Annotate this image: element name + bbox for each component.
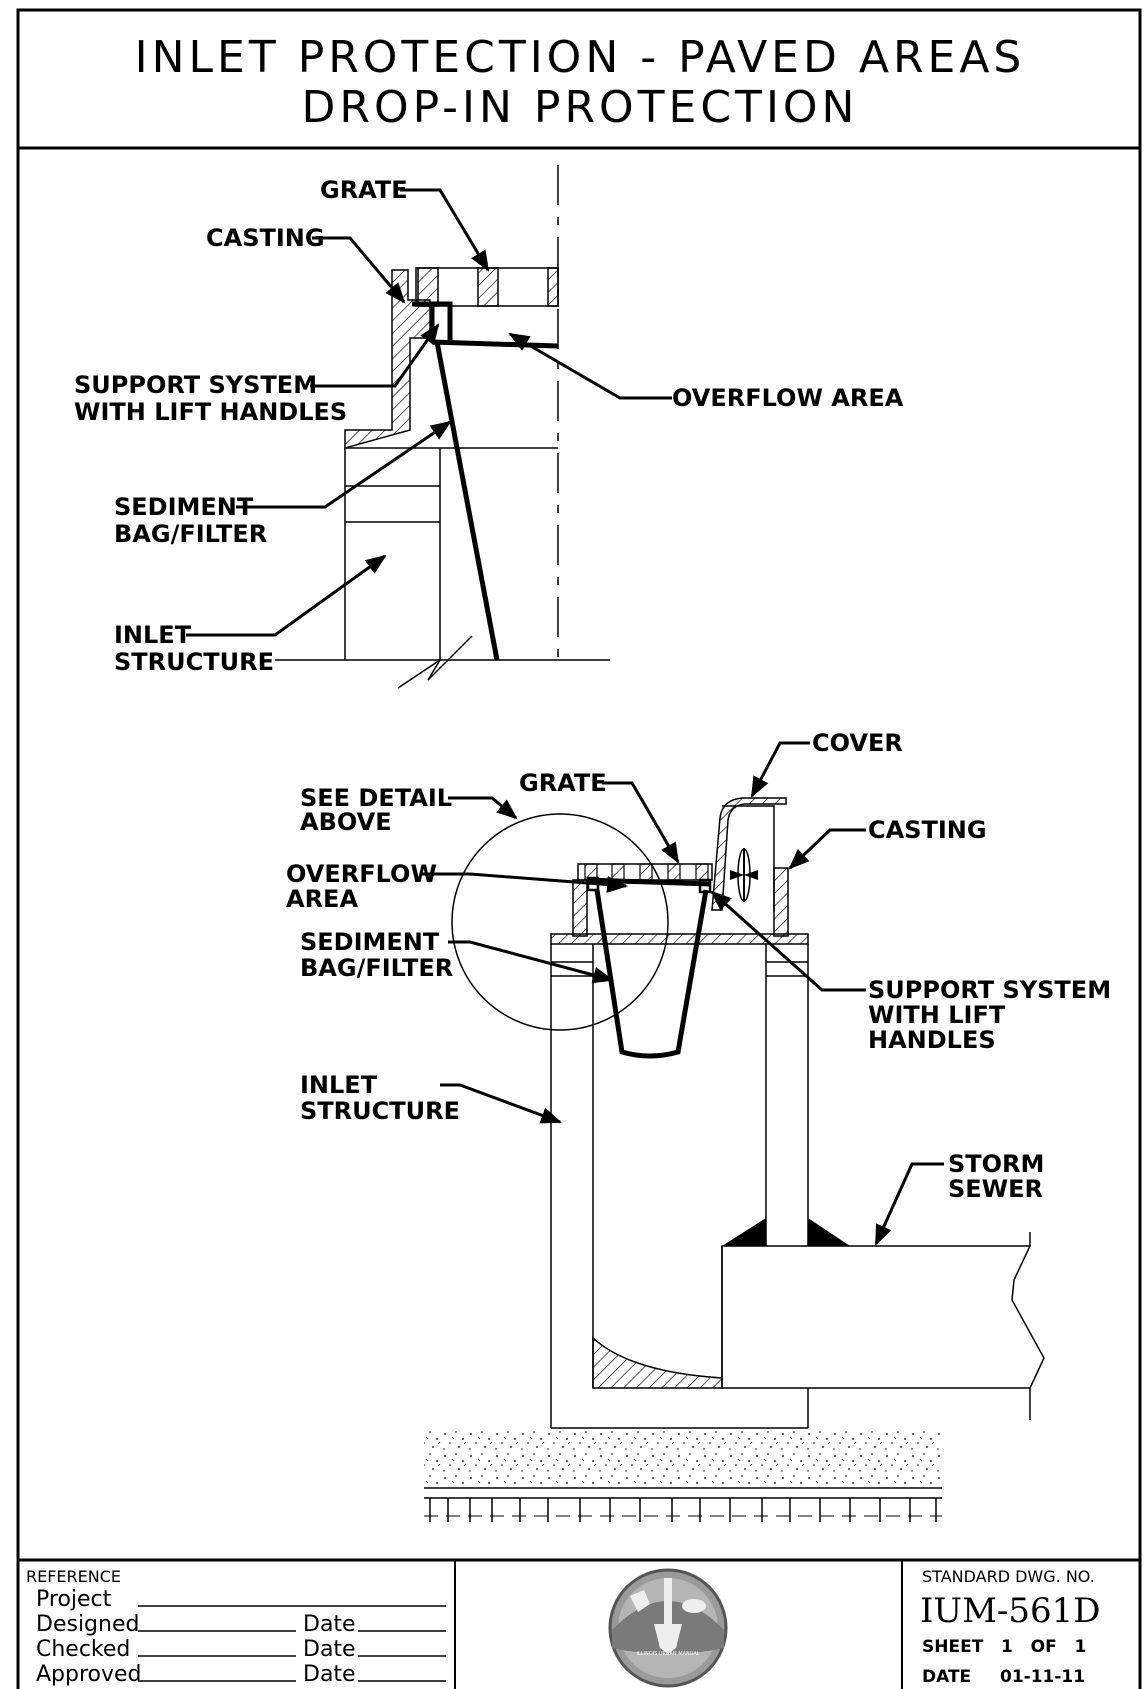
logo-text: ILLINOIS URBAN MANUAL	[636, 1651, 699, 1657]
project-label: Project	[36, 1587, 112, 1612]
invert-fill	[592, 1336, 723, 1389]
label-support-section-3: HANDLES	[868, 1026, 996, 1054]
date-value: 01-11-11	[1000, 1667, 1085, 1687]
label-inlet-section-2: STRUCTURE	[300, 1097, 460, 1125]
support-cross	[431, 339, 559, 349]
leader-inlet-section	[440, 1083, 562, 1124]
casting-side-right	[773, 867, 789, 937]
date-row-label: DATE	[922, 1667, 971, 1687]
casting-side-left	[572, 879, 588, 937]
base-ticks	[429, 1498, 937, 1522]
dwg-number: IUM-561D	[920, 1591, 1101, 1631]
checked-date-label: Date	[303, 1637, 356, 1662]
label-see-detail-1: SEE DETAIL	[300, 784, 452, 812]
detail-circle	[451, 813, 669, 1031]
leader-grate	[400, 188, 490, 272]
leader-sediment-section	[448, 940, 615, 984]
designed-date-label: Date	[303, 1612, 356, 1637]
leader-storm-sewer	[874, 1162, 944, 1246]
label-sediment-top-1: SEDIMENT	[114, 493, 254, 521]
storm-sewer-pipe	[721, 1245, 1045, 1389]
leader-sediment	[236, 420, 452, 509]
grout-wedge-right	[808, 1218, 850, 1246]
leader-see-detail	[448, 796, 518, 820]
label-casting-top: CASTING	[206, 224, 325, 252]
sediment-bag-line	[434, 341, 500, 661]
label-see-detail-2: ABOVE	[300, 808, 392, 836]
leader-support	[310, 323, 440, 388]
label-sediment-top-2: BAG/FILTER	[114, 520, 267, 548]
leader-overflow-section	[422, 872, 629, 893]
designed-label: Designed	[36, 1612, 139, 1637]
logo-leaf-icon	[630, 1590, 650, 1612]
cover-frame	[722, 805, 775, 912]
label-support-section-2: WITH LIFT	[868, 1001, 1006, 1029]
grate-bar	[477, 267, 499, 307]
logo-shovel-handle	[664, 1578, 672, 1628]
label-casting-section: CASTING	[868, 816, 987, 844]
standard-dwg-label: STANDARD DWG. NO.	[922, 1567, 1095, 1586]
checked-label: Checked	[36, 1637, 130, 1662]
lift-handle-grip	[730, 870, 758, 880]
label-grate-top: GRATE	[320, 176, 408, 204]
label-storm-sewer-2: SEWER	[948, 1175, 1043, 1203]
casting-ledge	[550, 933, 809, 945]
leader-inlet	[186, 554, 387, 637]
gravel-base	[424, 1430, 942, 1486]
section-view: COVER SEE DETAIL ABOVE GRATE CASTING OVE…	[286, 729, 1111, 1522]
leader-casting	[312, 236, 406, 304]
reference-label: REFERENCE	[26, 1567, 121, 1586]
title-block: REFERENCE Project Designed Date Checked …	[26, 1567, 1101, 1688]
top-detail: GRATE CASTING SUPPORT SYSTEM WITH LIFT H…	[74, 165, 904, 689]
grate-bar	[667, 863, 681, 881]
approved-label: Approved	[36, 1662, 142, 1687]
casting-section	[344, 269, 431, 449]
grout-wedge-left	[722, 1218, 766, 1246]
leader-casting-section	[788, 828, 866, 870]
label-support-top-1: SUPPORT SYSTEM	[74, 371, 317, 399]
title-line-2: DROP-IN PROTECTION	[302, 82, 859, 133]
label-inlet-section-1: INLET	[300, 1071, 378, 1099]
leader-grate-section	[602, 781, 680, 864]
grate-bar	[417, 267, 439, 307]
label-overflow-section-2: AREA	[286, 885, 358, 913]
logo-shovel-icon	[654, 1624, 682, 1654]
logo-fish-icon	[682, 1599, 706, 1613]
leader-support-section	[710, 890, 866, 992]
grate-bar	[695, 863, 709, 881]
approved-date-label: Date	[303, 1662, 356, 1687]
label-cover: COVER	[812, 729, 903, 757]
sheet-info: SHEET 1 OF 1	[922, 1637, 1086, 1657]
label-overflow-top: OVERFLOW AREA	[672, 384, 904, 412]
grate-bar	[611, 863, 625, 881]
leader-cover	[750, 741, 810, 798]
label-overflow-section-1: OVERFLOW	[286, 860, 437, 888]
sediment-bag	[594, 889, 709, 1059]
label-inlet-top-1: INLET	[114, 621, 192, 649]
leader-overflow	[508, 332, 672, 400]
label-sediment-section-2: BAG/FILTER	[300, 954, 453, 982]
label-support-section-1: SUPPORT SYSTEM	[868, 976, 1111, 1004]
break-line	[397, 635, 473, 689]
label-storm-sewer-1: STORM	[948, 1150, 1044, 1178]
title-line-1: INLET PROTECTION - PAVED AREAS	[135, 32, 1026, 83]
label-grate-section: GRATE	[519, 769, 607, 797]
label-support-top-2: WITH LIFT HANDLES	[74, 398, 347, 426]
label-sediment-section-1: SEDIMENT	[300, 928, 440, 956]
label-inlet-top-2: STRUCTURE	[114, 648, 274, 676]
grate-bar	[639, 863, 653, 881]
grate-bar	[547, 267, 559, 307]
sheet-border	[16, 8, 1142, 1689]
illinois-urban-manual-logo: ILLINOIS URBAN MANUAL	[608, 1568, 728, 1688]
